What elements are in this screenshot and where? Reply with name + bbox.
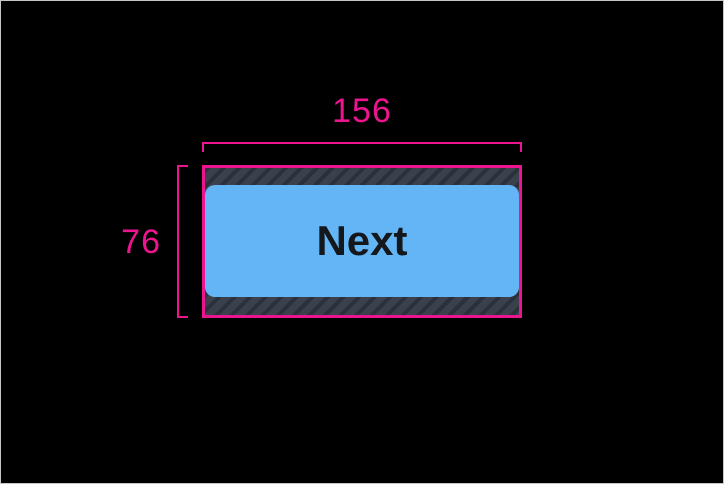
width-dimension-bracket (202, 142, 522, 152)
next-button-label: Next (316, 217, 408, 264)
height-dimension-label: 76 (121, 223, 161, 261)
width-dimension-label: 156 (332, 92, 392, 130)
next-button[interactable]: Next (205, 185, 519, 297)
measured-bounds-outline: Next (202, 165, 522, 318)
height-dimension-bracket (177, 165, 188, 318)
